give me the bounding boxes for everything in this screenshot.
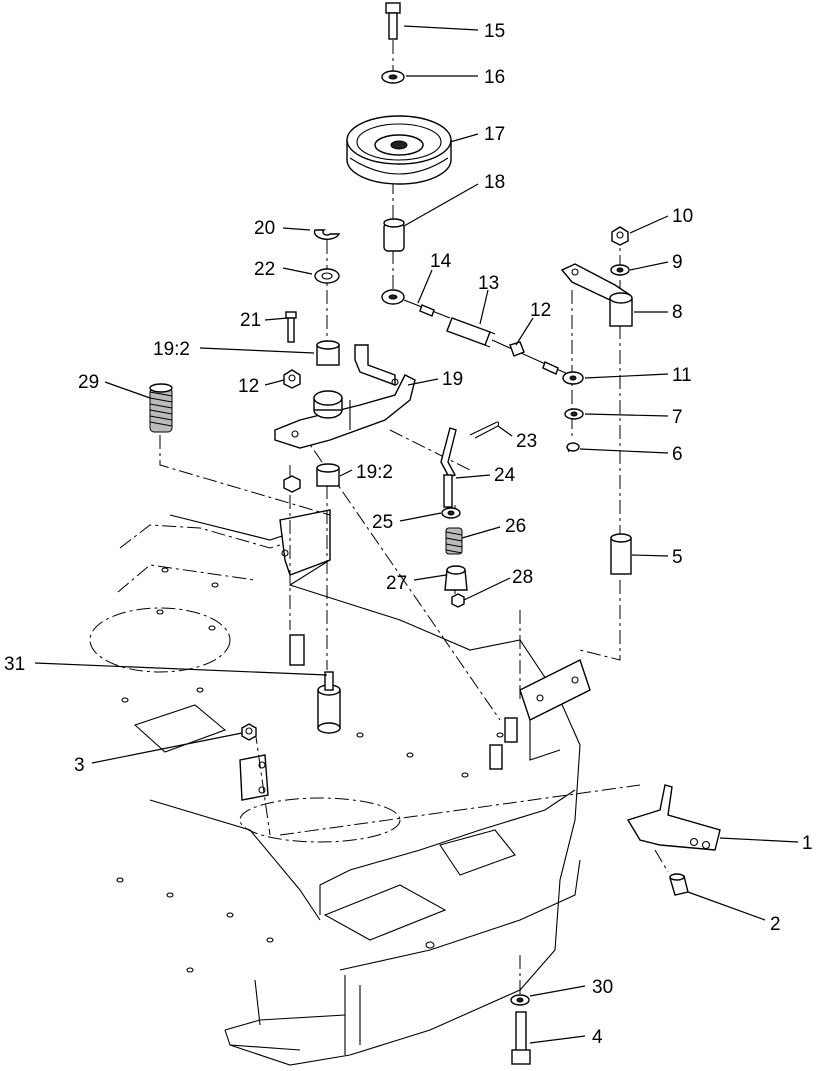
callout-19-2-lower: 19:2 — [356, 462, 393, 483]
callout-14: 14 — [430, 251, 452, 272]
callout-8: 8 — [672, 302, 683, 323]
part-16-washer — [381, 70, 405, 84]
part-21-bolt — [285, 311, 297, 343]
part-6-clip — [566, 442, 580, 453]
callout-25: 25 — [372, 512, 393, 533]
lower-nut — [283, 475, 301, 493]
part-25-washer — [441, 507, 461, 519]
callout-15: 15 — [484, 21, 505, 42]
mower-deck — [89, 509, 591, 1066]
callout-29: 29 — [78, 372, 99, 393]
part-12-nut-right — [491, 339, 571, 376]
part-10-nut — [611, 226, 629, 246]
part-12-nut-left — [283, 369, 301, 389]
part-11-eyelet — [562, 371, 584, 385]
part-9-washer — [610, 264, 630, 276]
part-18-bushing — [383, 218, 405, 252]
callout-2: 2 — [770, 914, 781, 935]
part-23-hairpin — [469, 421, 500, 439]
part-14-eyebolt — [381, 289, 451, 319]
part-3-nut — [241, 723, 257, 741]
callout-18: 18 — [484, 172, 505, 193]
callout-20: 20 — [254, 218, 275, 239]
part-29-spring — [149, 383, 173, 433]
part-20-e-clip — [313, 229, 341, 240]
part-24-rod — [440, 427, 457, 508]
callout-17: 17 — [484, 124, 505, 145]
part-4-bolt — [511, 1011, 531, 1065]
callout-24: 24 — [494, 465, 516, 486]
callout-10: 10 — [672, 206, 693, 227]
callout-13: 13 — [478, 273, 499, 294]
callout-16: 16 — [484, 67, 505, 88]
part-1-bracket — [626, 784, 721, 851]
callout-27: 27 — [386, 573, 407, 594]
part-22-washer — [314, 268, 340, 284]
callout-1: 1 — [802, 833, 813, 854]
part-13-turnbuckle — [446, 317, 496, 348]
part-26-spring — [445, 527, 463, 555]
part-27-knob — [444, 565, 468, 591]
callout-30: 30 — [592, 977, 613, 998]
callout-19-2-upper: 19:2 — [153, 339, 190, 360]
part-17-pulley — [346, 115, 452, 185]
callout-28: 28 — [512, 567, 533, 588]
callout-23: 23 — [516, 431, 537, 452]
callout-3: 3 — [74, 755, 85, 776]
callout-12-right: 12 — [530, 300, 551, 321]
part-19-2-bushing-upper — [316, 340, 340, 366]
callout-4: 4 — [592, 1027, 603, 1048]
callout-labels: 15 16 17 18 20 22 21 19:2 12 29 19 19:2 … — [4, 21, 813, 1048]
part-15-bolt — [385, 2, 401, 40]
part-5-spacer — [610, 533, 632, 575]
part-28-nut — [451, 593, 465, 608]
part-19-2-bushing-lower — [316, 463, 340, 487]
part-7-washer — [564, 408, 584, 420]
part-8-lever-arm — [560, 263, 633, 327]
callout-6: 6 — [672, 444, 683, 465]
callout-11: 11 — [672, 365, 692, 386]
callout-9: 9 — [672, 252, 683, 273]
part-2-bolt — [669, 873, 689, 896]
callout-26: 26 — [505, 516, 526, 537]
callout-22: 22 — [254, 259, 275, 280]
part-19-idler-arm — [274, 344, 416, 449]
leader-lines — [34, 25, 799, 1044]
callout-7: 7 — [672, 407, 683, 428]
callout-12-left: 12 — [238, 376, 259, 397]
callout-31: 31 — [4, 654, 25, 675]
assembly-lines — [159, 40, 669, 1000]
callout-5: 5 — [672, 547, 683, 568]
part-30-washer — [510, 994, 530, 1006]
callout-19: 19 — [442, 369, 463, 390]
callout-21: 21 — [240, 310, 261, 331]
